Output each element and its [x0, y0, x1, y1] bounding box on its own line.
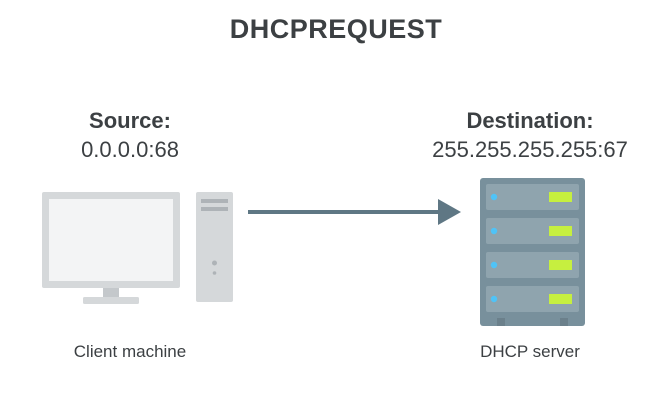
- tower-icon: [196, 192, 233, 302]
- server-rack-icon: [480, 178, 585, 326]
- monitor-icon: [42, 192, 180, 304]
- source-address: 0.0.0.0:68: [81, 137, 179, 162]
- destination-heading: Destination:: [466, 108, 594, 133]
- server-unit: [486, 218, 579, 244]
- source-label: Source: 0.0.0.0:68: [30, 108, 230, 164]
- dhcp-server-label: DHCP server: [480, 342, 580, 361]
- client-machine-label: Client machine: [73, 342, 187, 361]
- server-unit: [486, 252, 579, 278]
- client-machine-icon: [42, 192, 233, 304]
- request-arrow: [248, 199, 461, 225]
- server-unit: [486, 184, 579, 210]
- diagram-title: DHCPREQUEST: [229, 14, 443, 44]
- source-heading: Source:: [89, 108, 171, 133]
- server-unit: [486, 286, 579, 312]
- destination-label: Destination: 255.255.255.255:67: [400, 108, 660, 164]
- destination-address: 255.255.255.255:67: [432, 137, 628, 162]
